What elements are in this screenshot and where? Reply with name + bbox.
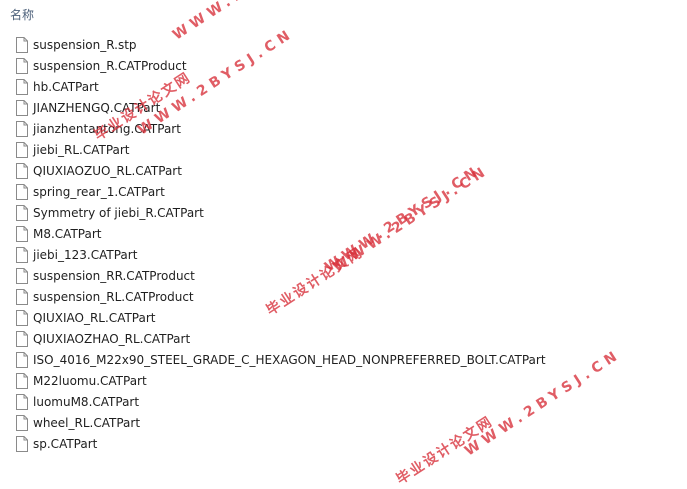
file-icon — [16, 267, 28, 284]
file-row[interactable]: JIANZHENGQ.CATPart — [16, 97, 546, 118]
file-row[interactable]: QIUXIAOZUO_RL.CATPart — [16, 160, 546, 181]
file-name: suspension_R.stp — [33, 37, 137, 52]
file-icon — [16, 99, 28, 116]
column-header-name[interactable]: 名称 — [10, 6, 34, 23]
file-row[interactable]: hb.CATPart — [16, 76, 546, 97]
file-name: suspension_RL.CATProduct — [33, 289, 194, 304]
file-icon — [16, 414, 28, 431]
file-icon — [16, 141, 28, 158]
file-icon — [16, 435, 28, 452]
file-name: spring_rear_1.CATPart — [33, 184, 165, 199]
file-row[interactable]: wheel_RL.CATPart — [16, 412, 546, 433]
file-name: M8.CATPart — [33, 226, 102, 241]
file-name: suspension_R.CATProduct — [33, 58, 187, 73]
file-row[interactable]: jiebi_RL.CATPart — [16, 139, 546, 160]
file-icon — [16, 162, 28, 179]
file-row[interactable]: suspension_RR.CATProduct — [16, 265, 546, 286]
file-icon — [16, 246, 28, 263]
file-name: QIUXIAO_RL.CATPart — [33, 310, 156, 325]
file-row[interactable]: ISO_4016_M22x90_STEEL_GRADE_C_HEXAGON_HE… — [16, 349, 546, 370]
file-row[interactable]: sp.CATPart — [16, 433, 546, 454]
file-row[interactable]: suspension_R.stp — [16, 34, 546, 55]
file-name: wheel_RL.CATPart — [33, 415, 141, 430]
file-icon — [16, 288, 28, 305]
file-name: jiebi_RL.CATPart — [33, 142, 130, 157]
file-name: QIUXIAOZUO_RL.CATPart — [33, 163, 182, 178]
file-name: luomuM8.CATPart — [33, 394, 140, 409]
file-row[interactable]: QIUXIAO_RL.CATPart — [16, 307, 546, 328]
file-icon — [16, 204, 28, 221]
file-icon — [16, 183, 28, 200]
file-row[interactable]: jianzhentantong.CATPart — [16, 118, 546, 139]
file-row[interactable]: jiebi_123.CATPart — [16, 244, 546, 265]
file-icon — [16, 393, 28, 410]
file-row[interactable]: suspension_RL.CATProduct — [16, 286, 546, 307]
file-icon — [16, 330, 28, 347]
file-icon — [16, 57, 28, 74]
file-icon — [16, 120, 28, 137]
file-icon — [16, 36, 28, 53]
file-icon — [16, 78, 28, 95]
file-row[interactable]: M8.CATPart — [16, 223, 546, 244]
file-name: ISO_4016_M22x90_STEEL_GRADE_C_HEXAGON_HE… — [33, 352, 546, 367]
file-row[interactable]: Symmetry of jiebi_R.CATPart — [16, 202, 546, 223]
file-icon — [16, 225, 28, 242]
file-name: suspension_RR.CATProduct — [33, 268, 195, 283]
file-name: hb.CATPart — [33, 79, 99, 94]
file-row[interactable]: luomuM8.CATPart — [16, 391, 546, 412]
file-name: jianzhentantong.CATPart — [33, 121, 181, 136]
file-row[interactable]: spring_rear_1.CATPart — [16, 181, 546, 202]
file-icon — [16, 372, 28, 389]
file-row[interactable]: QIUXIAOZHAO_RL.CATPart — [16, 328, 546, 349]
file-row[interactable]: suspension_R.CATProduct — [16, 55, 546, 76]
file-name: M22luomu.CATPart — [33, 373, 147, 388]
file-name: jiebi_123.CATPart — [33, 247, 138, 262]
file-name: QIUXIAOZHAO_RL.CATPart — [33, 331, 191, 346]
file-name: Symmetry of jiebi_R.CATPart — [33, 205, 204, 220]
column-header-label: 名称 — [10, 8, 35, 22]
file-row[interactable]: M22luomu.CATPart — [16, 370, 546, 391]
file-icon — [16, 351, 28, 368]
file-name: sp.CATPart — [33, 436, 98, 451]
file-icon — [16, 309, 28, 326]
file-name: JIANZHENGQ.CATPart — [33, 100, 161, 115]
